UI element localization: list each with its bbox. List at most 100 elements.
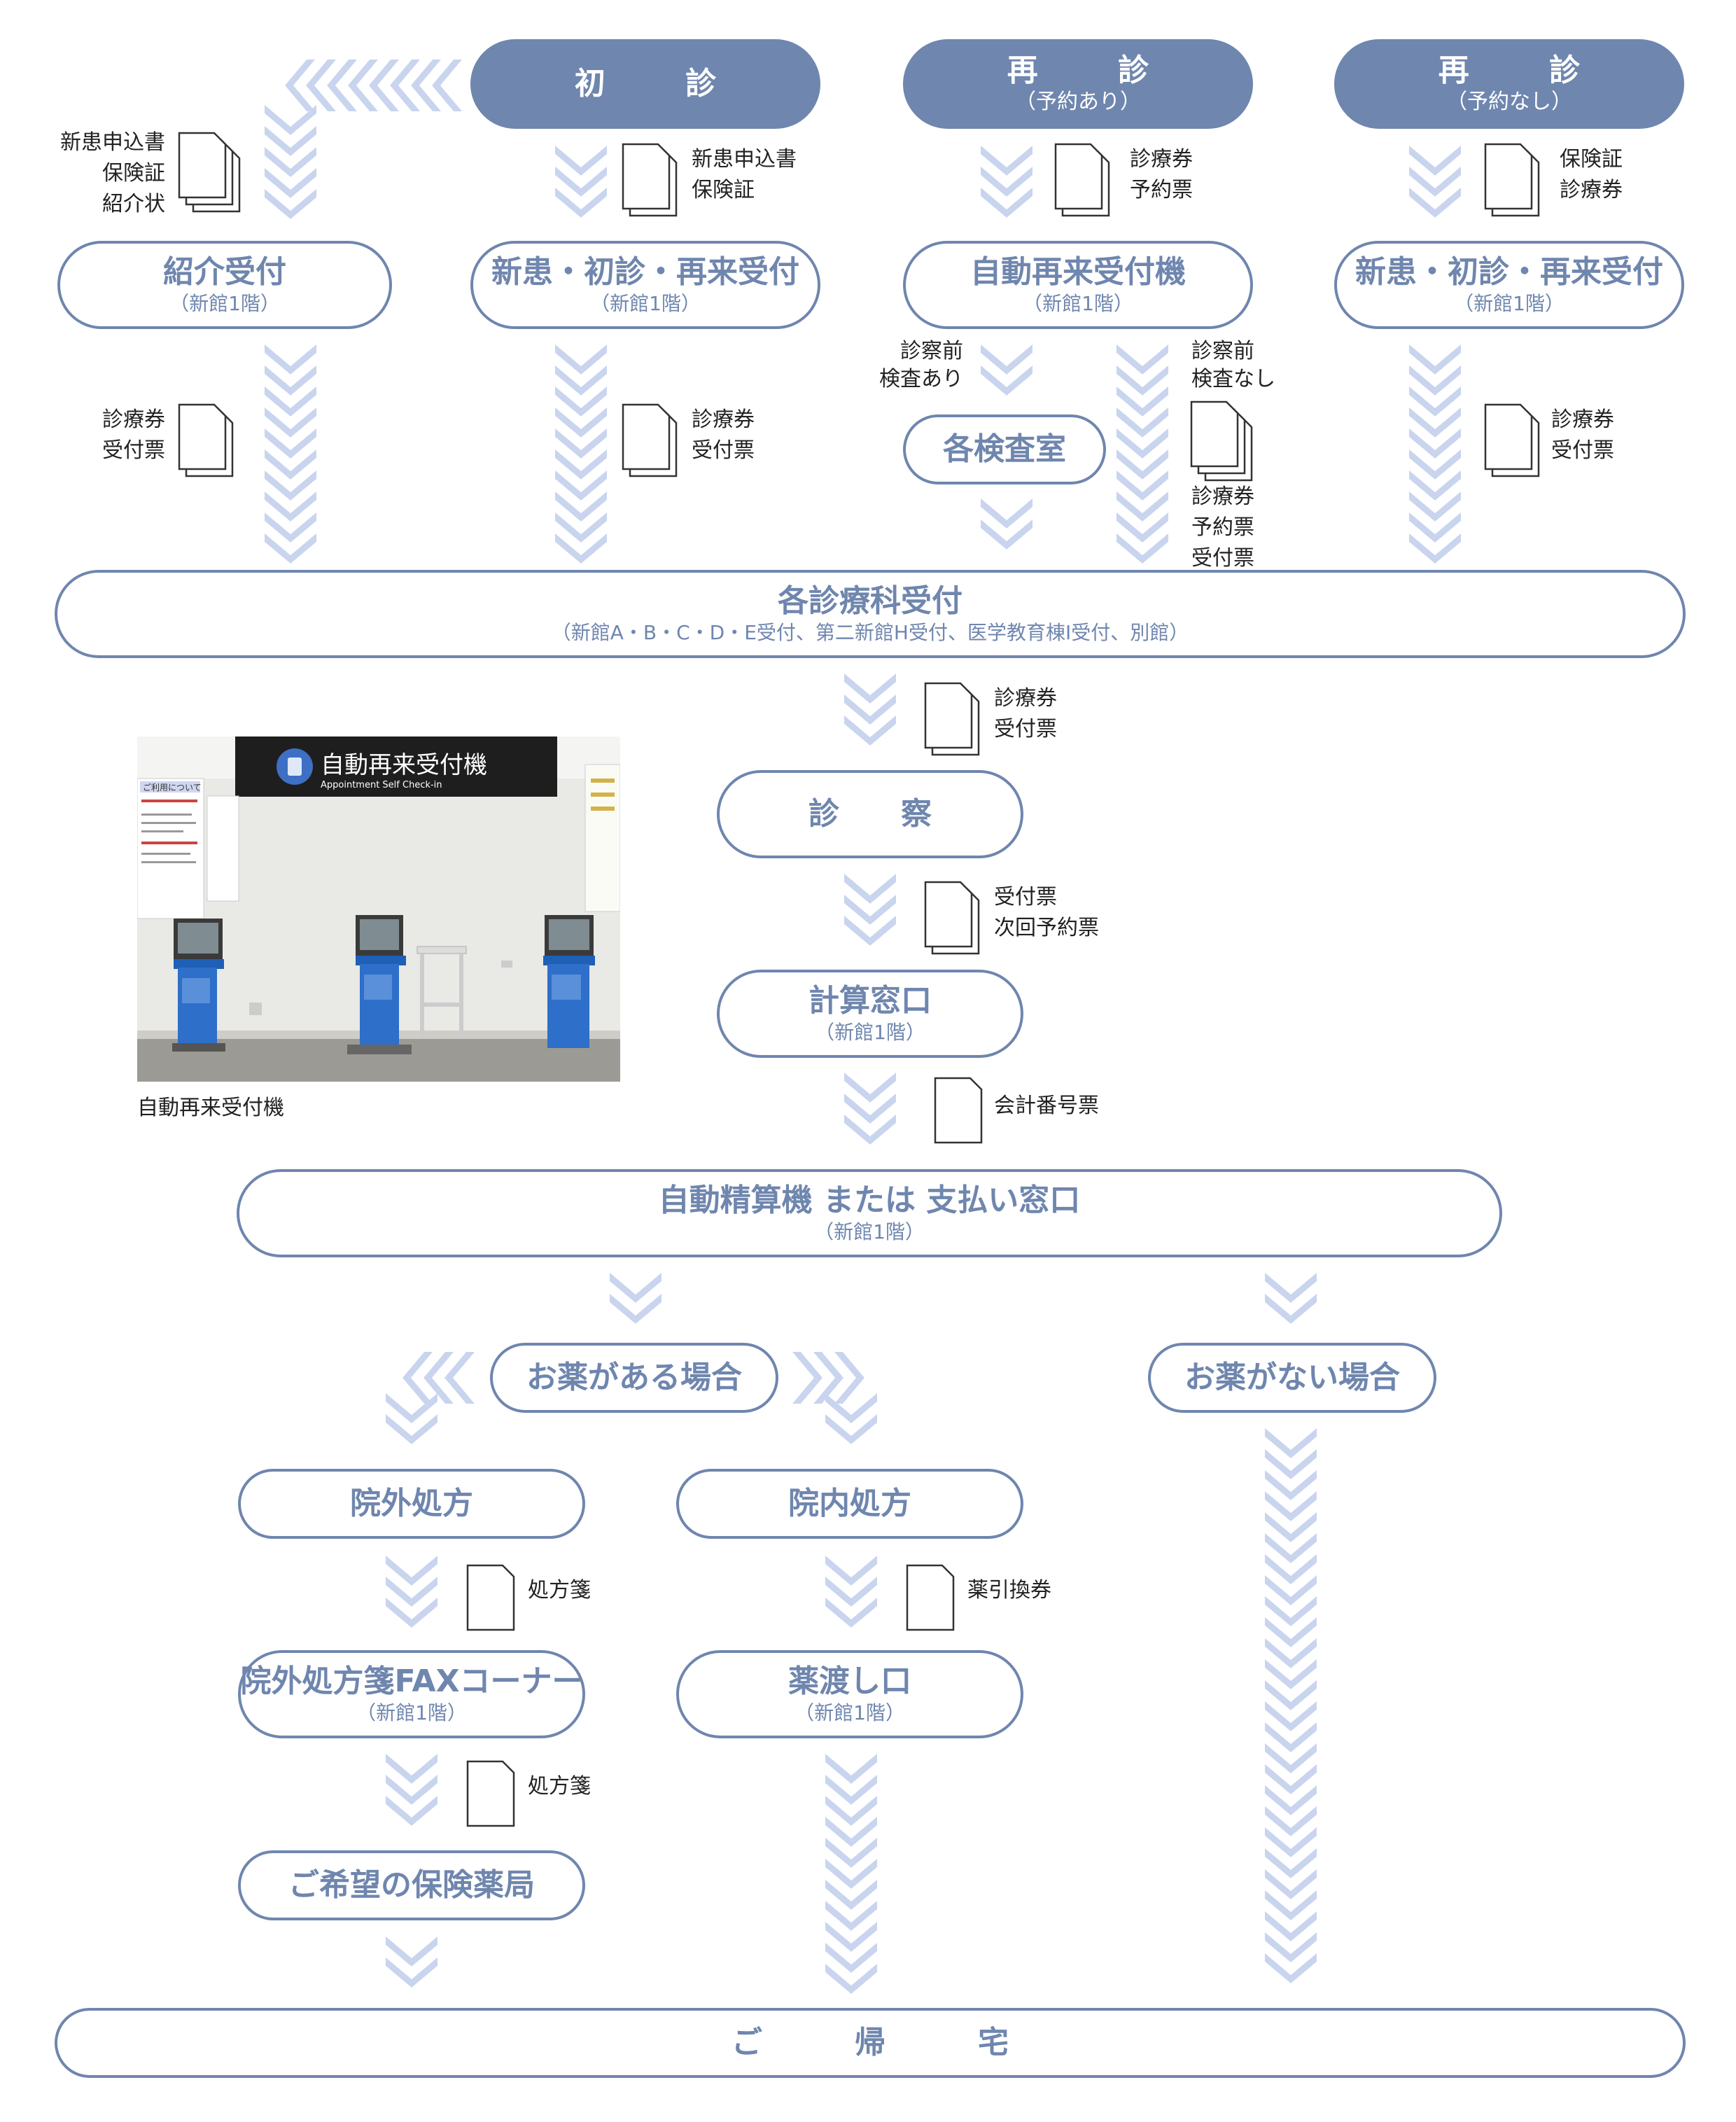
flow-chevron (825, 1901, 877, 1931)
doc-label: 受付票 (994, 885, 1057, 909)
flow-chevron (386, 1957, 438, 1988)
flow-chevron (1265, 1596, 1317, 1626)
document-icon (906, 1564, 955, 1631)
flow-chevron (1265, 1294, 1317, 1324)
header-revisit-appointment: 再 診 （予約あり） (903, 39, 1253, 129)
flow-chevron (1265, 1617, 1317, 1647)
flow-chevron (1409, 449, 1461, 480)
flow-chevron (1409, 386, 1461, 417)
flow-chevron (1265, 1638, 1317, 1668)
docs-prescription-1: 処方箋 (528, 1575, 591, 1606)
new-patient-reception-a-title: 新患・初診・再来受付 (491, 254, 799, 290)
document-icon (1484, 143, 1533, 210)
header-first-visit-title: 初 診 (574, 66, 741, 102)
consultation: 診 察 (717, 770, 1023, 858)
flow-chevron (265, 386, 316, 417)
payment-title: 自動精算機 または 支払い窓口 (658, 1182, 1081, 1218)
flow-chevron (1116, 365, 1168, 396)
flow-chevron (844, 673, 896, 704)
doc-label: 診療券 (1560, 178, 1623, 202)
flow-chevron (265, 533, 316, 564)
flow-chevron (386, 1556, 438, 1586)
doc-label: 予約票 (1191, 515, 1254, 540)
flow-chevron (825, 1754, 877, 1784)
doc-label: 保険証 (692, 178, 755, 202)
new-patient-reception-b-location: （新館1階） (1454, 292, 1564, 315)
docs-referral-out: 診療券 受付票 (70, 405, 165, 466)
flow-chevron (981, 519, 1032, 550)
docs-first-visit-out: 診療券 受付票 (692, 405, 755, 466)
flow-chevron (981, 167, 1032, 197)
header-first-visit: 初 診 (470, 39, 820, 129)
flow-chevron (1409, 491, 1461, 522)
fax-corner: 院外処方箋FAXコーナー （新館1階） (238, 1650, 585, 1738)
doc-label: 保険証 (1560, 147, 1623, 172)
flow-chevron (610, 1273, 662, 1303)
flow-chevron (1265, 1449, 1317, 1479)
note-pre-exam-yes: 診察前 検査あり (876, 337, 963, 393)
fax-corner-title: 院外処方箋FAXコーナー (240, 1663, 583, 1699)
medicine-pickup-location: （新館1階） (794, 1701, 905, 1724)
flow-chevron (386, 1577, 438, 1607)
flow-chevron (265, 147, 316, 177)
kiosk-unit (347, 915, 412, 1054)
docs-referral-in: 新患申込書 保険証 紹介状 (28, 127, 165, 220)
header-revisit-appointment-title: 再 診 (1007, 53, 1174, 88)
new-patient-reception-b-title: 新患・初診・再来受付 (1355, 254, 1663, 290)
flow-chevron (555, 386, 607, 417)
medicine-pickup-title: 薬渡し口 (788, 1663, 911, 1699)
flow-chevron (386, 1393, 438, 1423)
docs-no-appointment-in: 保険証 診療券 (1560, 144, 1623, 206)
flow-chevron (1265, 1722, 1317, 1752)
flow-chevron (825, 1393, 877, 1423)
without-medicine-title: お薬がない場合 (1184, 1360, 1400, 1395)
document-icon (924, 682, 973, 749)
new-patient-reception-a-location: （新館1階） (590, 292, 701, 315)
new-patient-reception-b: 新患・初診・再来受付 （新館1階） (1334, 241, 1684, 329)
docs-exchange-ticket: 薬引換券 (967, 1575, 1051, 1606)
flow-chevron (844, 1073, 896, 1103)
flow-chevron (386, 1754, 438, 1784)
referral-reception: 紹介受付 （新館1階） (57, 241, 392, 329)
insurance-pharmacy: ご希望の保険薬局 (238, 1850, 585, 1920)
kiosk-sign-jp: 自動再来受付機 (321, 751, 487, 779)
flow-chevron (265, 512, 316, 543)
document-icon (466, 1564, 515, 1631)
flow-chevron (1265, 1890, 1317, 1920)
note-line: 検査あり (879, 367, 963, 391)
flow-chevron (555, 188, 607, 218)
flow-chevron (265, 491, 316, 522)
doc-label: 受付票 (692, 438, 755, 463)
note-line: 診察前 (1191, 339, 1254, 363)
payment-location: （新館1階） (814, 1220, 925, 1243)
doc-label: 診療券 (1551, 407, 1614, 432)
flow-chevron (1409, 512, 1461, 543)
flow-chevron (1409, 344, 1461, 375)
flow-chevron (1265, 1869, 1317, 1899)
kiosk-sign-en: Appointment Self Check-in (321, 780, 442, 790)
flow-chevron (792, 1352, 822, 1404)
doc-label: 診療券 (994, 686, 1057, 711)
flow-chevron (1116, 512, 1168, 543)
flow-chevron (1265, 1743, 1317, 1773)
flow-chevron (1265, 1932, 1317, 1962)
doc-label: 新患申込書 (692, 147, 797, 172)
flow-chevron (369, 60, 399, 111)
header-revisit-appointment-sub: （予約あり） (1015, 90, 1141, 114)
doc-label: 保険証 (102, 161, 165, 186)
flow-chevron (327, 60, 357, 111)
flow-chevron (1265, 1491, 1317, 1521)
flow-chevron (265, 407, 316, 438)
flow-chevron (348, 60, 378, 111)
flow-chevron (1116, 449, 1168, 480)
note-pre-exam-no: 診察前 検査なし (1191, 337, 1275, 393)
self-checkin-machine-location: （新館1階） (1023, 292, 1133, 315)
flow-chevron (1116, 491, 1168, 522)
flow-chevron (386, 1598, 438, 1628)
flow-chevron (834, 1352, 864, 1404)
document-icon (1054, 143, 1103, 210)
doc-label: 新患申込書 (60, 130, 165, 155)
flow-chevron (1265, 1554, 1317, 1584)
doc-label: 処方箋 (528, 1578, 591, 1603)
